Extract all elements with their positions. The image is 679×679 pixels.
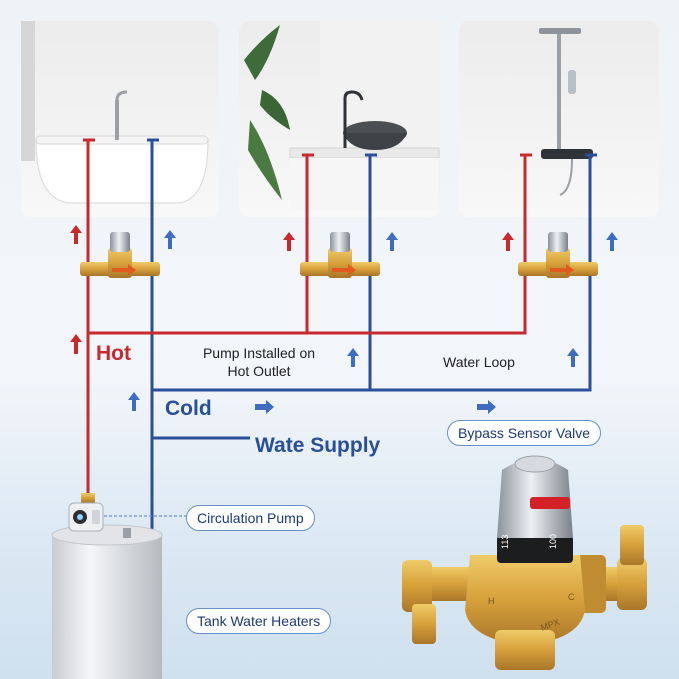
hot-arrow-up-icon bbox=[283, 232, 295, 251]
hot-flow-arrows bbox=[70, 225, 514, 354]
cold-flow-arrows bbox=[128, 230, 618, 414]
bathtub-panel bbox=[21, 21, 219, 217]
hot-arrow-up-icon bbox=[70, 225, 82, 244]
cold-arrow-up-icon bbox=[128, 392, 140, 411]
cold-arrow-up-icon bbox=[606, 232, 618, 251]
water-loop-label: Water Loop bbox=[443, 354, 515, 370]
cold-arrow-up-icon bbox=[567, 348, 579, 367]
pump-installed-note: Pump Installed on Hot Outlet bbox=[188, 344, 330, 380]
branch-valve-2 bbox=[300, 232, 380, 278]
hot-arrow-up-icon bbox=[502, 232, 514, 251]
bypass-sensor-valve: 113 100 MPX H C bbox=[402, 455, 647, 670]
bypass-sensor-valve-callout: Bypass Sensor Valve bbox=[447, 420, 602, 446]
sink-panel bbox=[239, 21, 440, 217]
branch-valve-3 bbox=[518, 232, 598, 278]
water-supply-label: Wate Supply bbox=[255, 434, 381, 457]
tank-water-heaters-callout: Tank Water Heaters bbox=[186, 608, 332, 634]
pump-installed-line1: Pump Installed on bbox=[202, 345, 316, 361]
valve-scale-high: 100 bbox=[548, 534, 558, 549]
valve-cold-letter: C bbox=[568, 592, 575, 602]
hot-label: Hot bbox=[96, 342, 131, 365]
shower-panel bbox=[459, 21, 659, 217]
cold-arrow-up-icon bbox=[164, 230, 176, 249]
hot-pipe-network bbox=[83, 138, 532, 495]
cold-arrow-right-icon bbox=[255, 400, 274, 414]
valve-scale-low: 113 bbox=[500, 535, 510, 549]
valve-hot-letter: H bbox=[488, 596, 495, 606]
hot-arrow-up-icon bbox=[70, 334, 82, 354]
cold-arrow-up-icon bbox=[386, 232, 398, 251]
cold-arrow-right-icon bbox=[477, 400, 496, 414]
circulation-pump-callout: Circulation Pump bbox=[186, 505, 315, 531]
cold-arrow-up-icon bbox=[347, 348, 359, 367]
circulation-pump bbox=[68, 493, 104, 532]
branch-valve-1 bbox=[80, 232, 160, 278]
pump-installed-line2: Hot Outlet bbox=[227, 363, 291, 379]
tank-water-heater bbox=[51, 524, 163, 679]
cold-label: Cold bbox=[165, 397, 212, 420]
